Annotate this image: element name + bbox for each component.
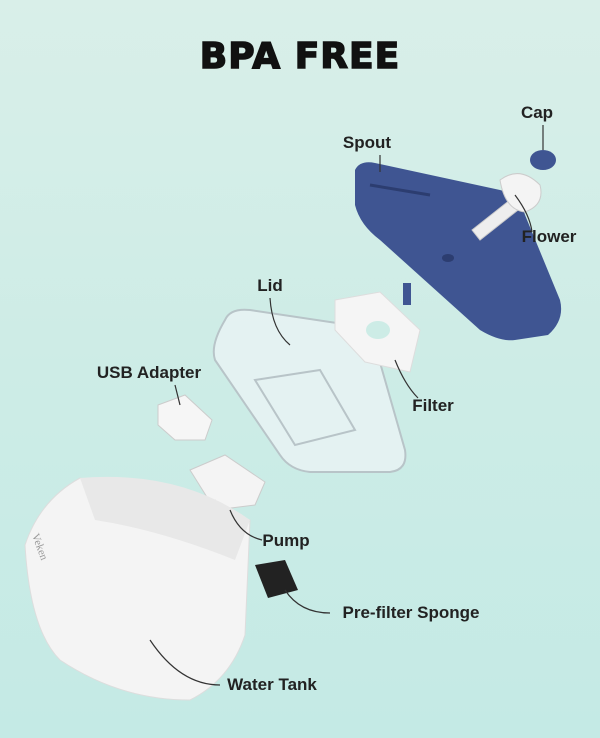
label-filter: Filter [412,396,454,415]
label-flower: Flower [521,227,577,246]
usb-adapter-part [157,394,213,441]
leader-lines [149,125,544,686]
page-title: BPA FREE [199,35,401,78]
cap-part [530,150,556,170]
label-lid: Lid [257,276,283,295]
label-cap: Cap [520,103,554,122]
label-pump: Pump [262,531,310,550]
label-water-tank: Water Tank [227,675,317,694]
label-pre-filter-sponge: Pre-filter Sponge [342,603,480,622]
pre-filter-sponge-part [255,560,298,598]
flower-part [471,173,542,241]
water-tank-part: Veken [24,476,251,701]
label-spout: Spout [342,133,392,152]
label-usb-adapter: USB Adapter [96,363,202,382]
